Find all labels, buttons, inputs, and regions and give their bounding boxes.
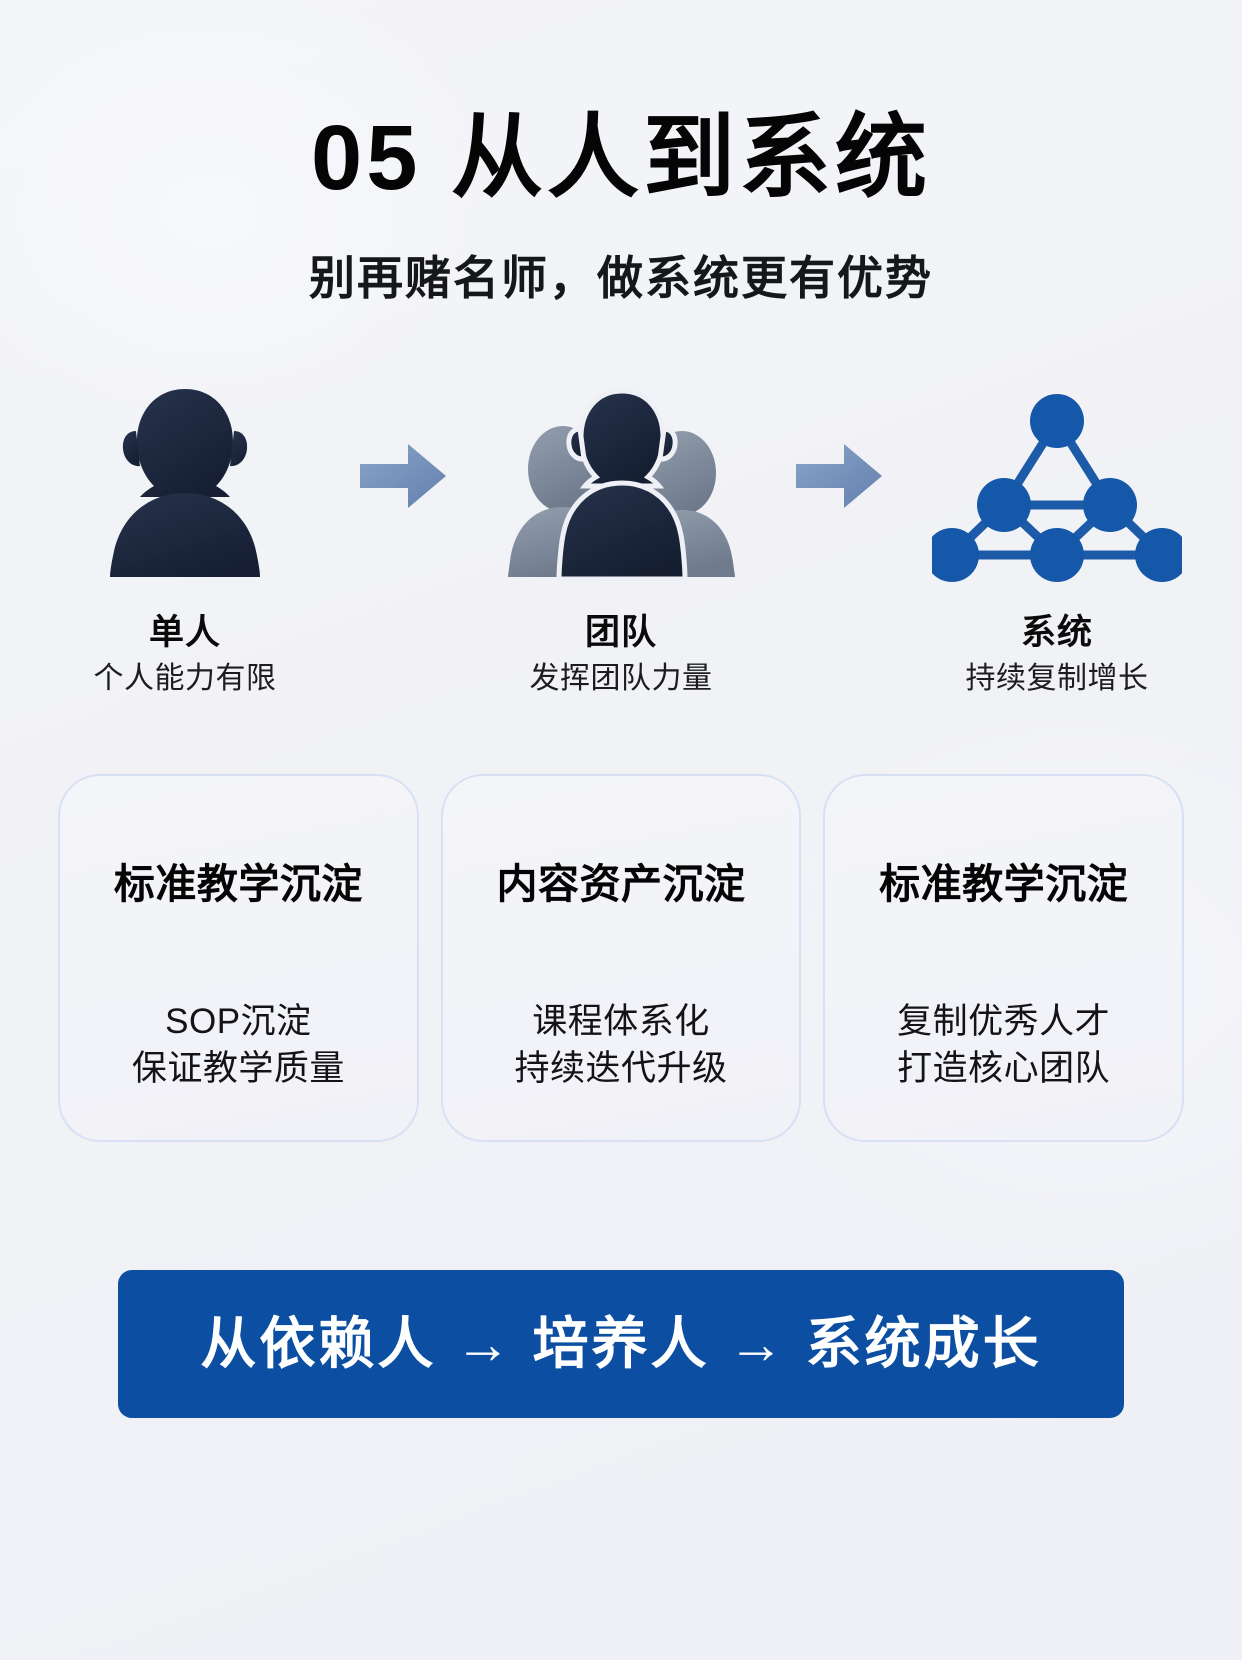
feature-card: 内容资产沉淀 课程体系化 持续迭代升级 (440, 774, 802, 1143)
stage-single: 单人 个人能力有限 (25, 368, 345, 694)
stage-desc: 个人能力有限 (93, 662, 277, 696)
arrow-right-icon (360, 443, 446, 508)
card-title: 标准教学沉淀 (879, 861, 1129, 908)
header: 05 从人到系统 别再赌名师，做系统更有优势 (0, 0, 1242, 306)
feature-cards: 标准教学沉淀 SOP沉淀 保证教学质量 内容资产沉淀 课程体系化 持续迭代升级 … (0, 774, 1242, 1143)
card-title: 内容资产沉淀 (496, 861, 746, 908)
stage-desc: 发挥团队力量 (529, 662, 713, 696)
stage-desc: 持续复制增长 (965, 662, 1149, 696)
card-body-line: SOP沉淀 (165, 1002, 312, 1042)
feature-card: 标准教学沉淀 复制优秀人才 打造核心团队 (823, 774, 1185, 1143)
arrow-right-icon (796, 443, 882, 508)
arrow-2-wrap (781, 368, 897, 583)
team-group-icon (508, 388, 735, 582)
card-body-line: 打造核心团队 (897, 1048, 1111, 1088)
card-body-line: 复制优秀人才 (897, 1002, 1111, 1042)
card-body: SOP沉淀 保证教学质量 (132, 999, 345, 1091)
single-person-icon (110, 389, 260, 578)
card-body: 课程体系化 持续迭代升级 (515, 999, 728, 1091)
feature-card: 标准教学沉淀 SOP沉淀 保证教学质量 (58, 774, 419, 1143)
team-group-art (506, 368, 736, 583)
card-body: 复制优秀人才 打造核心团队 (897, 999, 1110, 1091)
arrow-1-wrap (345, 368, 461, 583)
card-body-line: 保证教学质量 (131, 1048, 345, 1088)
network-nodes-art (932, 368, 1182, 583)
page-subtitle: 别再赌名师，做系统更有优势 (309, 252, 933, 305)
stage-system: 系统 持续复制增长 (897, 368, 1217, 694)
single-person-art (92, 368, 278, 583)
card-body-line: 持续迭代升级 (514, 1048, 728, 1088)
network-nodes-icon (932, 394, 1182, 583)
stage-progression: 单人 个人能力有限 (0, 368, 1242, 718)
stage-label: 团队 (584, 613, 657, 653)
stage-team: 团队 发挥团队力量 (461, 368, 781, 694)
card-title: 标准教学沉淀 (113, 861, 363, 908)
page-title: 05 从人到系统 (311, 107, 931, 209)
summary-banner: 从依赖人 → 培养人 → 系统成长 (118, 1270, 1124, 1419)
banner-text: 从依赖人 → 培养人 → 系统成长 (200, 1312, 1042, 1376)
stage-label: 单人 (148, 613, 221, 653)
stage-label: 系统 (1020, 613, 1093, 653)
banner-wrap: 从依赖人 → 培养人 → 系统成长 (0, 1270, 1242, 1419)
card-body-line: 课程体系化 (532, 1002, 710, 1042)
